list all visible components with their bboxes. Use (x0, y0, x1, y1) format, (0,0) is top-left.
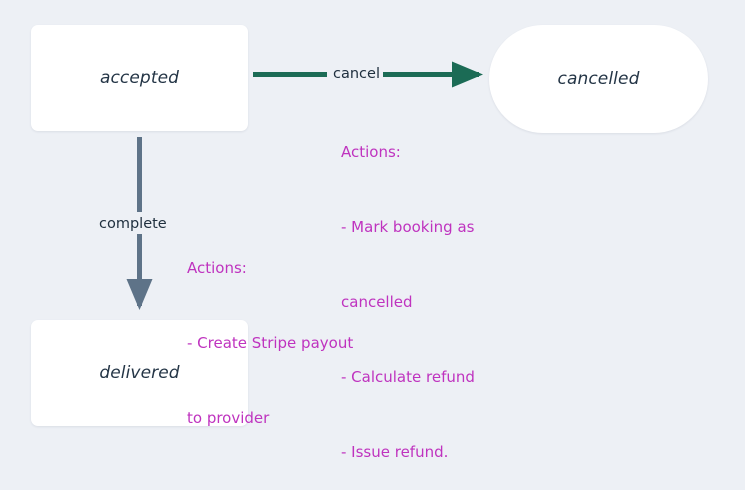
edge-label-cancel: cancel (333, 66, 380, 82)
state-node-accepted[interactable]: accepted (31, 25, 248, 131)
state-node-accepted-label: accepted (99, 68, 180, 88)
actions-line: - Issue refund. (341, 443, 449, 461)
actions-line: - Calculate refund (341, 368, 475, 386)
actions-line: to provider (187, 409, 270, 427)
state-diagram-canvas (126, 61, 483, 310)
state-node-delivered-label: delivered (99, 363, 180, 383)
actions-line: - Mark booking as (341, 218, 475, 236)
actions-annotation-cancel: Actions: - Mark booking as cancelled - C… (341, 90, 475, 490)
state-node-cancelled[interactable]: cancelled (489, 25, 708, 133)
state-node-cancelled-label: cancelled (557, 69, 640, 89)
actions-annotation-complete: Actions: - Create Stripe payout to provi… (187, 206, 353, 456)
state-node-delivered[interactable]: delivered (31, 320, 248, 426)
actions-line: Actions: (187, 259, 247, 277)
actions-line: Actions: (341, 143, 401, 161)
edge-label-complete: complete (99, 216, 167, 232)
actions-line: cancelled (341, 293, 413, 311)
actions-line: - Create Stripe payout (187, 334, 354, 352)
